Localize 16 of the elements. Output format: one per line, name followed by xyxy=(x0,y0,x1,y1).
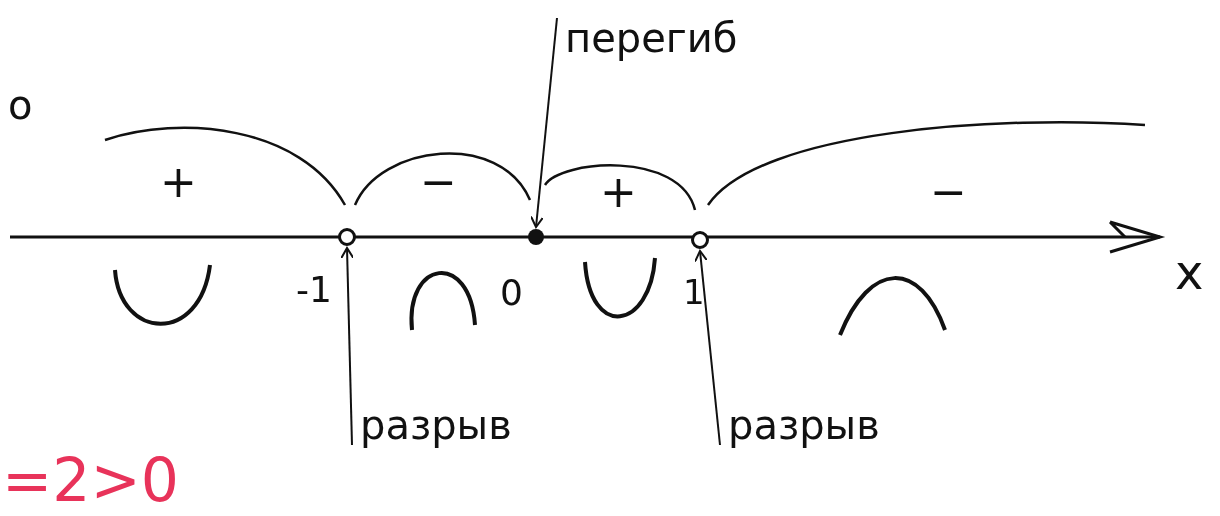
tick-label: 1 xyxy=(683,275,705,309)
filled-point xyxy=(528,229,544,245)
open-point xyxy=(338,228,356,246)
sign-label: + xyxy=(600,170,637,214)
sign-label: − xyxy=(930,170,967,214)
leader-line xyxy=(694,250,721,446)
axis-label: x xyxy=(1175,248,1204,296)
open-point xyxy=(691,231,709,249)
formula-text: =2>0 xyxy=(2,450,179,510)
leader-line xyxy=(340,247,355,446)
tick-label: -1 xyxy=(296,272,332,308)
tick-label: 0 xyxy=(500,275,523,311)
leader-line xyxy=(530,17,558,228)
sign-label: − xyxy=(420,160,457,204)
axis-label: o xyxy=(8,85,33,125)
sign-label: + xyxy=(160,160,197,204)
